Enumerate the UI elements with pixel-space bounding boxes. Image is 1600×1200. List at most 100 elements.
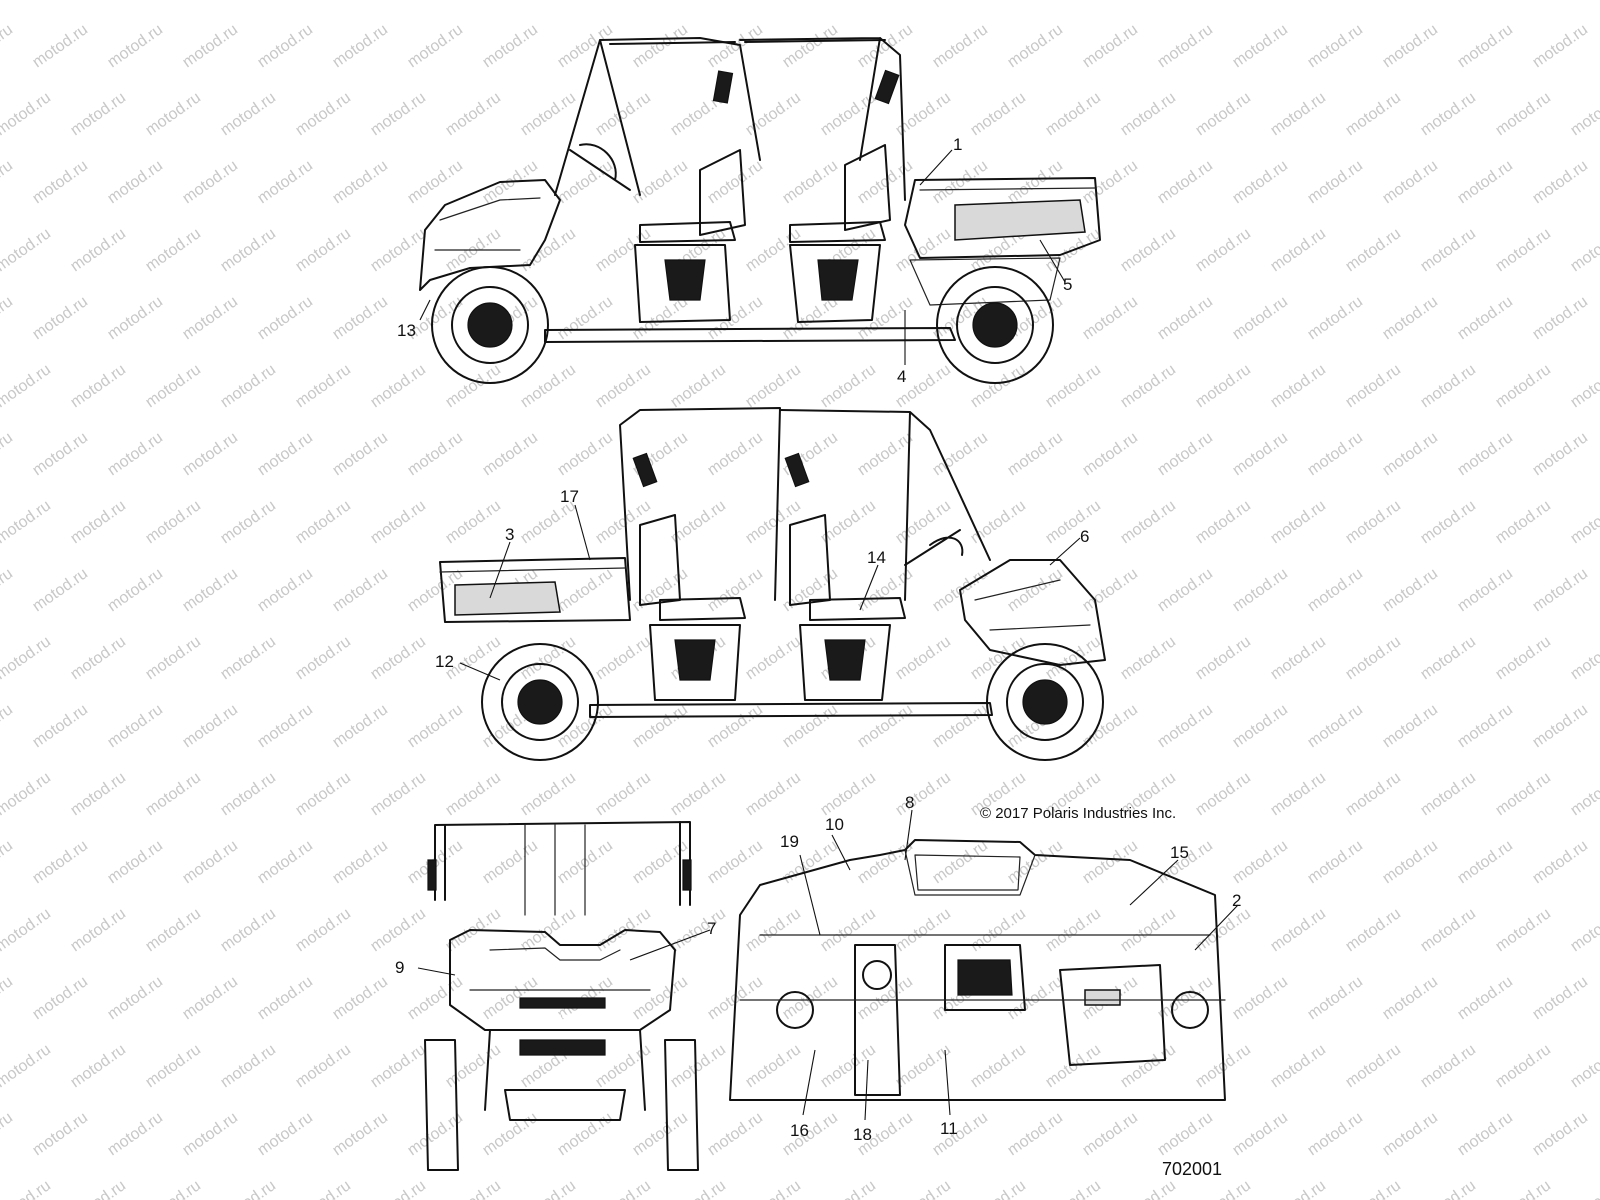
watermark-text: motod.ru (1343, 1177, 1404, 1200)
watermark-text: motod.ru (855, 157, 916, 207)
watermark-text: motod.ru (1455, 429, 1516, 479)
watermark-text: motod.ru (0, 565, 16, 615)
watermark-text: motod.ru (1305, 837, 1366, 887)
watermark-text: motod.ru (1268, 225, 1329, 275)
watermark-text: motod.ru (1530, 293, 1591, 343)
watermark-text: motod.ru (518, 89, 579, 139)
watermark-text: motod.ru (0, 837, 16, 887)
callout-12: 12 (435, 652, 454, 671)
watermark-text: motod.ru (1380, 429, 1441, 479)
watermark-text: motod.ru (1568, 1177, 1600, 1200)
watermark-text: motod.ru (218, 225, 279, 275)
watermark-text: motod.ru (1193, 225, 1254, 275)
watermark-text: motod.ru (1155, 21, 1216, 71)
watermark-text: motod.ru (0, 89, 54, 139)
watermark-text: motod.ru (180, 1109, 241, 1159)
watermark-text: motod.ru (68, 225, 129, 275)
watermark-text: motod.ru (1455, 701, 1516, 751)
watermark-text: motod.ru (668, 1041, 729, 1091)
watermark-text: motod.ru (1305, 429, 1366, 479)
callout-18: 18 (853, 1125, 872, 1144)
watermark-text: motod.ru (1268, 633, 1329, 683)
watermark-text: motod.ru (818, 769, 879, 819)
watermark-text: motod.ru (143, 905, 204, 955)
watermark-text: motod.ru (1080, 1109, 1141, 1159)
watermark-text: motod.ru (1305, 157, 1366, 207)
watermark-text: motod.ru (255, 973, 316, 1023)
watermark-text: motod.ru (1418, 633, 1479, 683)
watermark-text: motod.ru (30, 837, 91, 887)
callout-4: 4 (897, 367, 906, 386)
watermark-text: motod.ru (1493, 497, 1554, 547)
watermark-text: motod.ru (30, 973, 91, 1023)
watermark-text: motod.ru (818, 361, 879, 411)
watermark-text: motod.ru (368, 0, 429, 3)
callout-8: 8 (905, 793, 914, 812)
watermark-text: motod.ru (855, 21, 916, 71)
watermark-text: motod.ru (555, 429, 616, 479)
watermark-text: motod.ru (1118, 633, 1179, 683)
watermark-text: motod.ru (1418, 497, 1479, 547)
watermark-text: motod.ru (1455, 565, 1516, 615)
watermark-text: motod.ru (143, 0, 204, 3)
watermark-text: motod.ru (1380, 293, 1441, 343)
watermark-text: motod.ru (1493, 1177, 1554, 1200)
watermark-text: motod.ru (1568, 905, 1600, 955)
watermark-text: motod.ru (105, 973, 166, 1023)
watermark-text: motod.ru (780, 293, 841, 343)
watermark-text: motod.ru (330, 1109, 391, 1159)
watermark-text: motod.ru (1530, 565, 1591, 615)
watermark-text: motod.ru (1493, 769, 1554, 819)
watermark-text: motod.ru (218, 1177, 279, 1200)
watermark-text: motod.ru (1155, 157, 1216, 207)
watermark-text: motod.ru (1418, 769, 1479, 819)
watermark-text: motod.ru (1230, 837, 1291, 887)
watermark-text: motod.ru (1455, 1109, 1516, 1159)
watermark-text: motod.ru (368, 89, 429, 139)
watermark-text: motod.ru (968, 0, 1029, 3)
watermark-text: motod.ru (630, 837, 691, 887)
watermark-text: motod.ru (930, 429, 991, 479)
watermark-text: motod.ru (1118, 1041, 1179, 1091)
watermark-text: motod.ru (0, 429, 16, 479)
watermark-text: motod.ru (893, 1041, 954, 1091)
watermark-text: motod.ru (1005, 837, 1066, 887)
watermark-text: motod.ru (443, 497, 504, 547)
watermark-text: motod.ru (1005, 21, 1066, 71)
watermark-text: motod.ru (368, 225, 429, 275)
watermark-text: motod.ru (105, 565, 166, 615)
watermark-text: motod.ru (1493, 633, 1554, 683)
watermark-text: motod.ru (518, 633, 579, 683)
watermark-text: motod.ru (143, 1177, 204, 1200)
watermark-text: motod.ru (593, 769, 654, 819)
watermark-text: motod.ru (1418, 225, 1479, 275)
watermark-text: motod.ru (855, 293, 916, 343)
watermark-text: motod.ru (1193, 0, 1254, 3)
watermark-text: motod.ru (1193, 769, 1254, 819)
watermark-text: motod.ru (0, 293, 16, 343)
watermark-text: motod.ru (293, 89, 354, 139)
callout-7: 7 (707, 919, 716, 938)
brand-badge: POLARIS (520, 1013, 569, 1025)
watermark-text: motod.ru (1193, 89, 1254, 139)
watermark-text: motod.ru (968, 361, 1029, 411)
watermark-text: motod.ru (743, 361, 804, 411)
watermark-text: motod.ru (368, 497, 429, 547)
watermark-text: motod.ru (293, 769, 354, 819)
watermark-text: motod.ru (1418, 89, 1479, 139)
watermark-text: motod.ru (1343, 0, 1404, 3)
watermark-text: motod.ru (180, 157, 241, 207)
watermark-text: motod.ru (705, 157, 766, 207)
watermark-text: motod.ru (1268, 1177, 1329, 1200)
watermark-text: motod.ru (0, 361, 54, 411)
watermark-text: motod.ru (143, 633, 204, 683)
watermark-text: motod.ru (1043, 361, 1104, 411)
watermark-text: motod.ru (1568, 769, 1600, 819)
watermark-text: motod.ru (1530, 1109, 1591, 1159)
watermark-text: motod.ru (1005, 973, 1066, 1023)
watermark-text: motod.ru (0, 633, 54, 683)
watermark-text: motod.ru (593, 497, 654, 547)
watermark-text: motod.ru (330, 157, 391, 207)
watermark-text: motod.ru (630, 1109, 691, 1159)
